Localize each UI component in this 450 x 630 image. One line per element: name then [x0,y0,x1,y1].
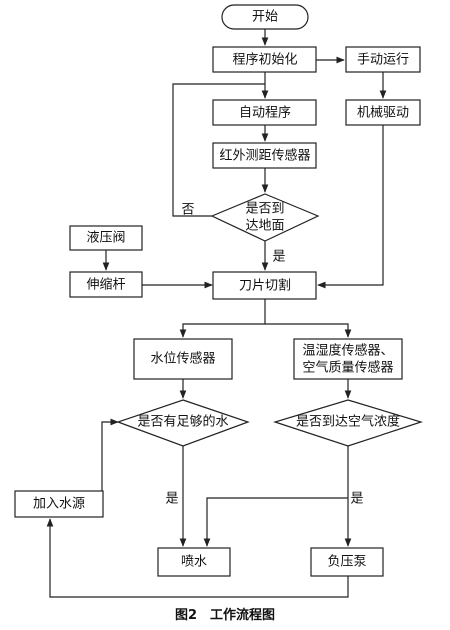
edge-mech-blade [317,125,384,289]
decision-water-label: 是否有足够的水 [137,414,228,430]
node-env-sensor-line2: 空气质量传感器 [302,360,393,376]
decision-air-label: 是否到达空气浓度 [296,414,400,430]
decision-air: 是否到达空气浓度 [273,399,423,447]
node-pump-label: 负压泵 [327,555,366,570]
edge-air-to-spray [203,497,348,547]
node-init: 程序初始化 [212,46,317,73]
node-rod: 伸缩杆 [69,271,143,298]
node-manual-label: 手动运行 [357,53,409,68]
edge-add-water-loop [101,418,119,503]
node-rod-label: 伸缩杆 [86,277,125,293]
node-add-water: 加入水源 [14,490,104,518]
edge-blade-split [179,299,266,338]
label-yes-ground: 是 [272,250,285,265]
node-env-sensor: 温湿度传感器、 空气质量传感器 [293,338,403,380]
node-mech-label: 机械驱动 [357,106,409,121]
node-spray: 喷水 [157,547,231,577]
node-auto-label: 自动程序 [239,106,291,121]
node-auto: 自动程序 [212,99,317,126]
edges [46,29,387,598]
node-valve: 液压阀 [69,225,143,251]
label-no: 否 [181,203,194,218]
node-spray-label: 喷水 [181,555,207,570]
node-water-sensor: 水位传感器 [133,338,233,380]
node-ir-sensor-label: 红外测距传感器 [219,148,310,164]
label-yes-water: 是 [165,492,178,507]
node-water-sensor-label: 水位传感器 [150,351,215,367]
edge-decision-no-loop [172,83,265,217]
flowchart: 开始 程序初始化 手动运行 自动程序 机械驱动 红外测距传感器 是否到 达地面 … [14,4,423,598]
node-start: 开始 [221,4,309,30]
node-init-label: 程序初始化 [232,53,297,68]
node-pump: 负压泵 [310,547,384,577]
node-blade: 刀片切割 [212,271,317,300]
node-add-water-label: 加入水源 [33,497,85,512]
node-env-sensor-line1: 温湿度传感器、 [302,343,393,359]
node-start-label: 开始 [252,10,278,25]
decision-ground: 是否到 达地面 [210,193,320,242]
node-valve-label: 液压阀 [86,231,125,246]
decision-water: 是否有足够的水 [116,399,250,447]
node-mech: 机械驱动 [345,99,421,126]
node-blade-label: 刀片切割 [239,278,291,294]
edge-pump-add-water [46,518,349,598]
label-yes-air: 是 [350,492,363,507]
decision-ground-line1: 是否到 [245,202,284,217]
figure-caption: 图2 工作流程图 [174,608,276,623]
node-manual: 手动运行 [345,46,421,73]
edge-blade-split-right [265,323,352,338]
node-ir-sensor: 红外测距传感器 [212,142,317,169]
decision-ground-line2: 达地面 [245,219,284,234]
